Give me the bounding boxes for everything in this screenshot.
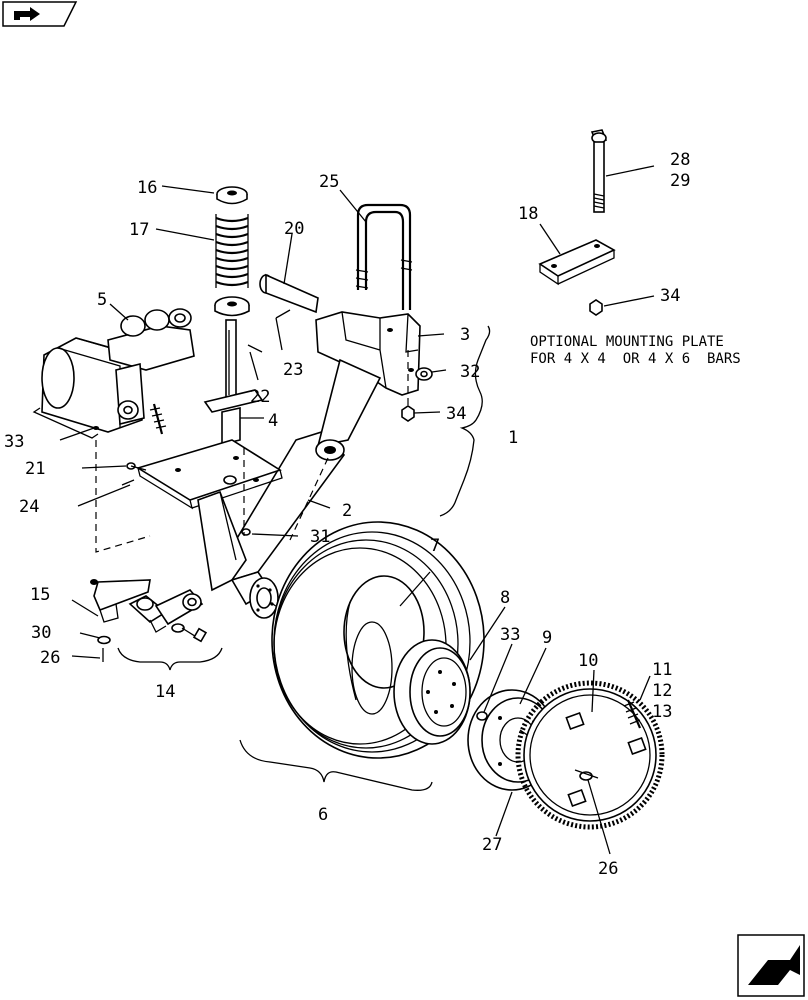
back-arrow-icon[interactable]	[2, 1, 78, 27]
callout-3: 3	[460, 325, 470, 345]
callout-24: 24	[19, 497, 39, 517]
callout-25: 25	[319, 172, 339, 192]
callout-33-left: 33	[4, 432, 24, 452]
callout-9: 9	[542, 628, 552, 648]
callout-34-left: 34	[446, 404, 466, 424]
callout-22: 22	[250, 387, 270, 407]
note-line-1: OPTIONAL MOUNTING PLATE	[530, 334, 724, 350]
callout-10: 10	[578, 651, 598, 671]
callout-28: 28	[670, 150, 690, 170]
optional-mounting-note: OPTIONAL MOUNTING PLATE FOR 4 X 4 OR 4 X…	[530, 334, 741, 367]
callout-5: 5	[97, 290, 107, 310]
next-page-icon[interactable]	[737, 934, 805, 997]
callout-26-left: 26	[40, 648, 60, 668]
callout-26-right: 26	[598, 859, 618, 879]
callout-18: 18	[518, 204, 538, 224]
callout-15: 15	[30, 585, 50, 605]
callout-4: 4	[268, 411, 278, 431]
callout-11: 11	[652, 660, 672, 680]
callout-32: 32	[460, 362, 480, 382]
sprocket-10	[515, 680, 665, 830]
callout-29: 29	[670, 171, 690, 191]
callout-8: 8	[500, 588, 510, 608]
callout-34-right: 34	[660, 286, 680, 306]
callout-20: 20	[284, 219, 304, 239]
optional-mounting-assembly	[538, 129, 616, 316]
callout-21: 21	[25, 459, 45, 479]
spring-17	[215, 214, 249, 288]
callout-2: 2	[342, 501, 352, 521]
callout-6: 6	[318, 805, 328, 825]
callout-27: 27	[482, 835, 502, 855]
callout-33-right: 33	[500, 625, 520, 645]
callout-12: 12	[652, 681, 672, 701]
note-line-2: FOR 4 X 4 OR 4 X 6 BARS	[530, 351, 741, 367]
callout-labels: 16 17 5 20 25 23 22 3 32 34 4 1 33 21 24…	[4, 150, 690, 879]
callout-14: 14	[155, 682, 175, 702]
callout-23: 23	[283, 360, 303, 380]
assembly-drawing	[32, 129, 665, 855]
callout-7: 7	[430, 536, 440, 556]
callout-30: 30	[31, 623, 51, 643]
callout-13: 13	[652, 702, 672, 722]
callout-16: 16	[137, 178, 157, 198]
callout-31: 31	[310, 527, 330, 547]
callout-17: 17	[129, 220, 149, 240]
callout-1: 1	[508, 428, 518, 448]
